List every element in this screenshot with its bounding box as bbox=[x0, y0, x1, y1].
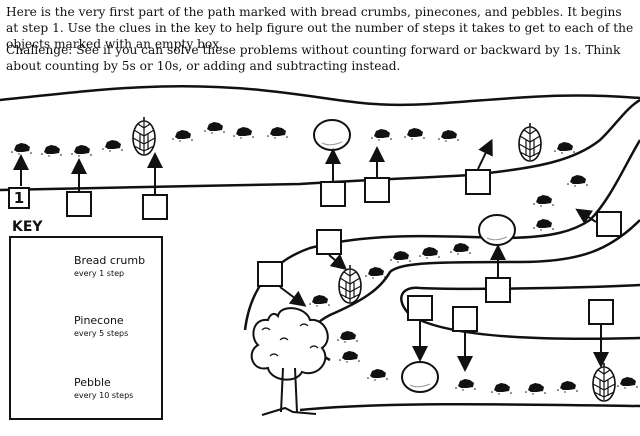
key-name-pinecone: Pinecone bbox=[74, 314, 124, 327]
answer-box bbox=[66, 169, 622, 332]
bread-crumb-icon bbox=[554, 142, 575, 154]
bread-crumb-icon bbox=[172, 130, 193, 142]
bread-crumb-icon bbox=[71, 145, 92, 157]
bread-crumb-icon bbox=[557, 381, 578, 393]
challenge-text: Challenge: See if you can solve these pr… bbox=[6, 43, 621, 73]
bread-crumb-icon bbox=[438, 130, 459, 142]
instructions-text: Here is the very first part of the path … bbox=[6, 5, 634, 51]
bread-crumb-icon bbox=[390, 251, 411, 263]
key-name-bread-crumb: Bread crumb bbox=[74, 254, 146, 267]
start-step-box: 1 bbox=[8, 187, 30, 209]
bread-crumb-icon bbox=[371, 129, 392, 141]
path-border-bottom bbox=[299, 402, 640, 412]
bread-crumb-icon bbox=[41, 145, 62, 157]
path-border-upper bbox=[0, 98, 640, 192]
pebble-icon bbox=[313, 119, 351, 151]
bread-crumb-icon bbox=[365, 267, 386, 279]
bread-crumb-icon bbox=[450, 243, 471, 255]
bread-crumb-icon bbox=[233, 127, 254, 139]
bread-crumb-icon bbox=[533, 195, 554, 207]
bread-crumb-icon bbox=[337, 331, 358, 343]
bread-crumb-icon bbox=[204, 122, 225, 134]
bread-crumb-icon bbox=[525, 383, 546, 395]
pinecone-icon bbox=[338, 264, 362, 304]
bread-crumb-icon bbox=[404, 128, 425, 140]
pointer-arrows bbox=[13, 138, 609, 372]
bread-crumb-icon bbox=[339, 351, 360, 363]
pinecone-icon bbox=[518, 122, 542, 162]
pinecone-icon bbox=[132, 116, 156, 156]
bread-crumb-icon bbox=[267, 127, 288, 139]
key-rule-pebble: every 10 steps bbox=[74, 391, 134, 400]
bread-crumb-icon bbox=[102, 140, 123, 152]
key-rule-bread-crumb: every 1 step bbox=[74, 269, 125, 278]
bread-crumb-icon bbox=[309, 295, 330, 307]
bread-crumb-icon bbox=[419, 247, 440, 259]
bread-crumb-icon bbox=[567, 175, 588, 187]
bread-crumb-icon bbox=[533, 219, 554, 231]
key-rule-pinecone: every 5 steps bbox=[74, 329, 129, 338]
bread-crumb-icon bbox=[11, 143, 32, 155]
tree-icon bbox=[250, 307, 329, 416]
bread-crumb-icon bbox=[617, 377, 638, 389]
path-border-middle bbox=[243, 139, 640, 331]
key-title: KEY bbox=[12, 219, 43, 235]
pebble-icon bbox=[401, 361, 439, 393]
bread-crumb-icon bbox=[491, 383, 512, 395]
pebble-icon bbox=[478, 214, 516, 246]
pinecone-icon bbox=[592, 362, 616, 402]
path-border-top bbox=[0, 84, 640, 107]
key-name-pebble: Pebble bbox=[74, 376, 111, 389]
path-border-inner bbox=[400, 283, 640, 341]
key-panel bbox=[9, 236, 163, 420]
bread-crumb-icon bbox=[367, 369, 388, 381]
bread-crumb-icon bbox=[455, 379, 476, 391]
